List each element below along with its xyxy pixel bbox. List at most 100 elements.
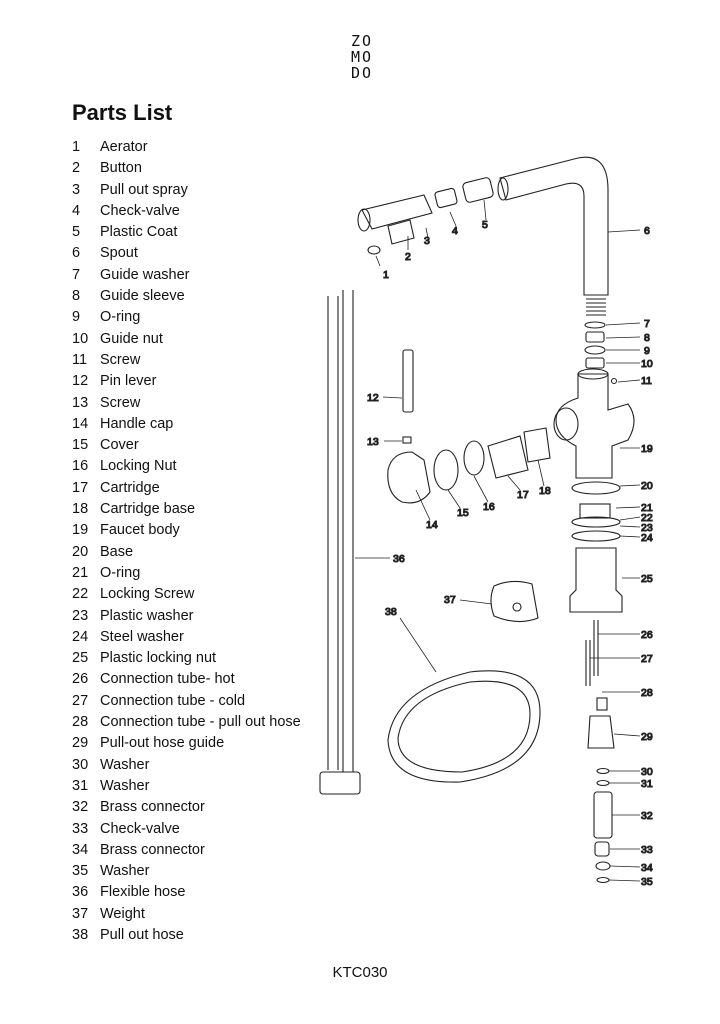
part-number: 17 [72, 479, 89, 496]
cartridge-part [487, 435, 529, 479]
weight-part [490, 580, 539, 623]
part-name: Connection tube - pull out hose [100, 714, 301, 731]
part-name: Brass connector [100, 799, 205, 816]
guide-nut-part [585, 357, 605, 369]
part-name: Washer [100, 863, 150, 880]
faucet-body-top [577, 368, 609, 380]
part-name: Check-valve [100, 202, 180, 219]
part-name: Connection tube- hot [100, 671, 235, 688]
part-name: Screw [100, 351, 141, 368]
spout-thread [586, 294, 606, 316]
part-number: 21 [72, 564, 89, 581]
brand-logo: ZO MO DO [344, 33, 380, 81]
button-part [387, 219, 415, 245]
part-number: 30 [72, 756, 89, 773]
part-number: 5 [72, 224, 81, 241]
page-title: Parts List [72, 100, 173, 125]
washer-30-part [596, 767, 610, 775]
callout-label: 30 [641, 766, 653, 778]
part-name: Plastic Coat [100, 224, 178, 241]
part-name: Pull-out hose guide [100, 735, 225, 752]
connection-tube-cold-part [585, 640, 591, 686]
part-name: Flexible hose [100, 884, 186, 901]
plastic-washer-part [571, 516, 621, 528]
callout-label: 33 [641, 844, 653, 856]
part-number: 15 [72, 437, 89, 454]
part-name: Spout [100, 245, 138, 262]
weight-hole [512, 602, 522, 612]
callout-label: 27 [641, 653, 653, 665]
callout-label: 36 [393, 553, 405, 565]
spout-end [497, 177, 509, 201]
part-name: Locking Nut [100, 458, 177, 475]
steel-washer-part [571, 530, 621, 542]
part-name: O-ring [100, 564, 141, 581]
part-number: 1 [72, 139, 81, 155]
brass-connector-34-part [595, 861, 611, 871]
check-valve-33-part [594, 841, 610, 857]
callout-label: 6 [644, 225, 650, 237]
washer-31-part [596, 779, 610, 787]
part-number: 9 [72, 309, 81, 326]
leader-lines [355, 199, 641, 882]
callout-label: 12 [367, 392, 379, 404]
brass-connector-32-part [593, 791, 613, 839]
callout-label: 7 [644, 318, 650, 330]
callout-label: 29 [641, 731, 653, 743]
cartridge-base-part [523, 427, 551, 463]
aerator-part [367, 245, 381, 255]
part-name: Guide sleeve [100, 288, 185, 305]
callout-label: 13 [367, 436, 379, 448]
callout-label: 4 [452, 225, 458, 237]
part-name: Check-valve [100, 820, 180, 837]
faucet-body-port [553, 407, 579, 441]
logo-line: MO [350, 48, 374, 66]
part-number: 10 [72, 330, 89, 347]
parts-list-item: 5 Plastic Coat [72, 222, 301, 243]
callout-label: 21 [641, 502, 653, 514]
part-number: 7 [72, 266, 81, 283]
part-number: 22 [72, 586, 89, 603]
guide-washer-part [584, 321, 606, 329]
part-name: Cartridge base [100, 501, 196, 518]
callout-label: 35 [641, 876, 653, 888]
pull-out-hose-coil [397, 680, 531, 773]
part-number: 26 [72, 671, 89, 688]
callout-label: 38 [385, 606, 397, 618]
callout-label: 34 [641, 862, 653, 874]
part-number: 12 [72, 373, 89, 390]
pull-out-hose-part [387, 670, 541, 783]
part-name: Guide washer [100, 266, 190, 283]
part-number: 16 [72, 458, 89, 475]
part-name: Weight [100, 905, 145, 922]
part-name: Plastic locking nut [100, 650, 217, 667]
spout-part [499, 156, 609, 296]
part-number: 25 [72, 650, 89, 667]
model-number: KTC030 [332, 964, 388, 981]
part-name: Aerator [100, 139, 148, 155]
connection-tube-hot-part [593, 620, 599, 676]
part-name: Washer [100, 777, 150, 794]
callout-label: 19 [641, 443, 653, 455]
callout-label: 8 [644, 332, 650, 344]
pull-out-spray-end [357, 208, 371, 232]
plastic-coat-part [462, 177, 494, 203]
parts-list-item: 26 Connection tube- hot [72, 669, 301, 690]
part-number: 34 [72, 841, 89, 858]
pull-out-hose-guide-part [587, 715, 615, 749]
part-number: 19 [72, 522, 89, 539]
part-name: Pull out spray [100, 181, 188, 198]
